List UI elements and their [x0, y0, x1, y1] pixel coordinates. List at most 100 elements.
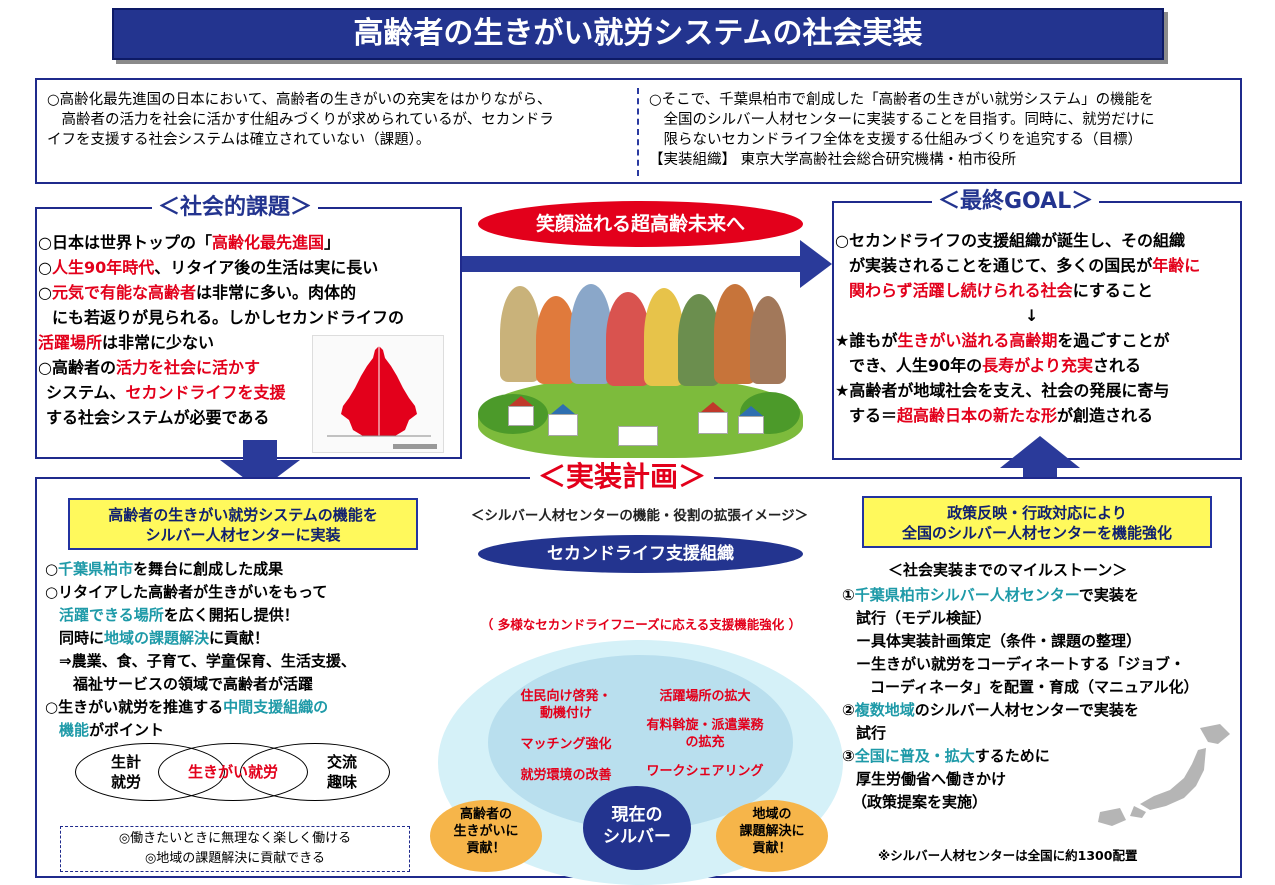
- highlight: 地域の課題解決: [104, 629, 210, 647]
- highlight: 活躍場所: [38, 333, 103, 352]
- text: ○: [38, 258, 52, 277]
- text: ○生きがい就労を推進する: [45, 698, 224, 716]
- text: （政策提案を実施）: [852, 793, 988, 811]
- text: がポイント: [89, 721, 165, 739]
- intro-left-line: イフを支援する社会システムは確立されていない（課題）。: [47, 132, 431, 148]
- function-item: 活躍場所の拡大: [659, 689, 751, 704]
- venn-text: 交流: [326, 753, 357, 771]
- text: にすること: [1072, 281, 1153, 300]
- text: ①: [842, 586, 855, 604]
- person-figure: [536, 296, 576, 384]
- arrow-down-shaft: [243, 440, 277, 462]
- text: ○: [38, 283, 52, 302]
- text: ★高齢者が地域社会を支え、社会の発展に寄与: [835, 381, 1170, 400]
- highlight: 中間支援組織の: [223, 698, 329, 716]
- intro-box: ○高齢化最先進国の日本において、高齢者の生きがいの充実をはかりながら、 高齢者の…: [35, 78, 1242, 184]
- intro-right-line: ○そこで、千葉県柏市で創成した「高齢者の生きがい就労システム」の機能を: [649, 92, 1154, 108]
- box-line: 高齢者の生きがい就労システムの機能を: [108, 506, 378, 524]
- bubble-line: 課題解決に: [739, 824, 805, 839]
- arrow-down-head: [220, 460, 300, 490]
- town-roof: [551, 404, 575, 414]
- arrow-to-goal-head: [800, 240, 832, 288]
- text: ー具体実装計画策定（条件・課題の整理）: [856, 632, 1142, 650]
- venn-text: 趣味: [326, 773, 357, 791]
- function-item: 動機付け: [539, 706, 592, 721]
- final-goal-text: ○セカンドライフの支援組織が誕生し、その組織 が実装されることを通じて、多くの国…: [835, 228, 1200, 428]
- down-arrow-glyph: ↓: [1025, 306, 1039, 325]
- text: で実装を: [1078, 586, 1139, 604]
- function-item: の拡充: [685, 735, 725, 750]
- right-functions: 活躍場所の拡大 有料斡旋・派遣業務 の拡充 ワークシェアリング: [642, 688, 768, 780]
- function-item: 有料斡旋・派遣業務: [646, 718, 764, 733]
- highlight: 機能: [59, 721, 90, 739]
- right-plan-text: ①千葉県柏市シルバー人材センターで実装を 試行（モデル検証） ー具体実装計画策定…: [842, 584, 1199, 814]
- people-town-illustration: [478, 266, 803, 458]
- intro-left-line: 高齢者の活力を社会に活かす仕組みづくりが求められているが、セカンドラ: [47, 112, 554, 128]
- bubble-right: 地域の 課題解決に 貢献！: [716, 800, 828, 872]
- left-plan-dashed-note: ◎働きたいときに無理なく楽しく働ける ◎地域の課題解決に貢献できる: [60, 826, 410, 872]
- text: 厚生労働省へ働きかけ: [856, 770, 1007, 788]
- arrow-up-head: [1000, 436, 1080, 468]
- plan-subtitle: ＜シルバー人材センターの機能・役割の拡張イメージ＞: [470, 508, 809, 524]
- text: システム、: [46, 383, 126, 402]
- bubble-line: 貢献！: [752, 841, 792, 856]
- person-figure: [750, 296, 786, 384]
- bubble-line: 貢献！: [466, 841, 506, 856]
- text: が創造される: [1057, 406, 1154, 425]
- person-figure: [500, 286, 540, 382]
- highlight: 年齢に: [1152, 256, 1201, 275]
- japan-map-image: [1098, 724, 1230, 826]
- highlight: 複数地域: [854, 701, 915, 719]
- intro-right-line: 限らないセカンドライフ全体を支援する仕組みづくりを追究する（目標）: [649, 132, 1142, 148]
- box-line: 全国のシルバー人材センターを機能強化: [901, 524, 1172, 542]
- social-issues-text: ○日本は世界トップの「高齢化最先進国」 ○人生90年時代、リタイア後の生活は実に…: [38, 230, 404, 430]
- final-goal-title: ＜最終GOAL＞: [932, 189, 1100, 215]
- function-item: マッチング強化: [520, 737, 612, 752]
- text: ③: [842, 747, 855, 765]
- intro-right: ○そこで、千葉県柏市で創成した「高齢者の生きがい就労システム」の機能を 全国のシ…: [649, 90, 1239, 170]
- text: ②: [842, 701, 855, 719]
- text: ○高齢者の: [38, 358, 116, 377]
- text: する＝: [849, 406, 898, 425]
- bubble-left: 高齢者の 生きがいに 貢献！: [430, 800, 542, 872]
- current-silver-line: シルバー: [603, 827, 671, 847]
- text: 、リタイア後の生活は実に長い: [154, 258, 379, 277]
- current-silver-line: 現在の: [611, 805, 663, 825]
- text: する社会システムが必要である: [46, 408, 270, 427]
- intro-divider: [637, 88, 639, 176]
- town-house: [618, 426, 658, 446]
- note-line: ◎働きたいときに無理なく楽しく働ける: [118, 831, 352, 846]
- text: ○リタイアした高齢者が生きがいをもって: [45, 583, 328, 601]
- center-banner: 笑顔溢れる超高齢未来へ: [478, 201, 803, 247]
- milestone-title: ＜社会実装までのマイルストーン＞: [888, 561, 1128, 579]
- text: にも若返りが見られる。しかしセカンドライフの: [52, 308, 405, 327]
- note-line: ◎地域の課題解決に貢献できる: [144, 851, 326, 866]
- bubble-line: 高齢者の: [459, 807, 512, 822]
- text: を舞台に創成した成果: [133, 560, 284, 578]
- page-title: 高齢者の生きがい就労システムの社会実装: [112, 8, 1164, 60]
- plan-title: ＜実装計画＞: [530, 460, 715, 494]
- text: 試行: [856, 724, 887, 742]
- box-line: 政策反映・行政対応により: [947, 504, 1127, 522]
- text: は非常に多い。肉体的: [195, 283, 356, 302]
- text: ★誰もが: [835, 331, 898, 350]
- text: 福祉サービスの領域で高齢者が活躍: [73, 675, 314, 693]
- town-house: [508, 406, 534, 426]
- text: ○セカンドライフの支援組織が誕生し、その組織: [835, 231, 1185, 250]
- bubble-line: 生きがいに: [453, 824, 519, 839]
- bubble-line: 地域の: [752, 807, 792, 822]
- text: は非常に少ない: [102, 333, 215, 352]
- venn-center-label: 生きがい就労: [187, 763, 278, 781]
- town-house: [698, 412, 728, 434]
- text: ○: [45, 560, 59, 578]
- left-functions: 住民向け啓発・ 動機付け マッチング強化 就労環境の改善: [512, 688, 620, 784]
- venn-text: 生計: [110, 753, 141, 771]
- highlight: 高齢化最先進国: [211, 233, 324, 252]
- highlight: セカンドライフを支援: [125, 383, 286, 402]
- text: 同時に: [59, 629, 105, 647]
- enhance-label: （ 多様なセカンドライフニーズに応える支援機能強化 ）: [480, 617, 802, 632]
- text: コーディネータ」を配置・育成（マニュアル化）: [870, 678, 1199, 696]
- intro-right-line: 【実装組織】 東京大学高齢社会総合研究機構・柏市役所: [649, 152, 1017, 168]
- text: ⇒農業、食、子育て、学童保育、生活支援、: [59, 652, 356, 670]
- box-line: シルバー人材センターに実装: [145, 526, 341, 544]
